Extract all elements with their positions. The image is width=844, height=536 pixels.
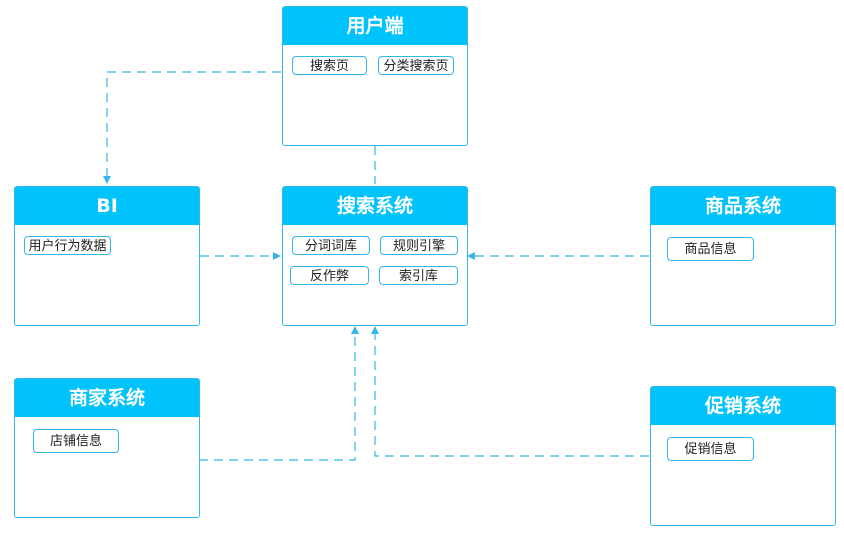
promotion-system-title: 促销系统 [651,387,835,425]
edge-user-client-to-bi [103,71,281,184]
user-client-box: 用户端 搜索页 分类搜索页 [282,6,468,146]
promotion-system-box: 促销系统 促销信息 [650,386,836,526]
index-library-chip: 索引库 [379,266,458,285]
search-page-chip: 搜索页 [292,56,367,75]
product-info-chip: 商品信息 [667,237,754,261]
bi-title: BI [15,187,199,225]
product-system-title: 商品系统 [651,187,835,225]
search-system-title: 搜索系统 [283,187,467,225]
user-client-title: 用户端 [283,7,467,45]
word-dictionary-chip: 分词词库 [292,236,370,255]
bi-box: BI 用户行为数据 [14,186,200,326]
store-info-chip: 店铺信息 [33,429,119,453]
edge-promotion-to-search [371,326,649,457]
merchant-system-box: 商家系统 店铺信息 [14,378,200,518]
rule-engine-chip: 规则引擎 [380,236,458,255]
product-system-box: 商品系统 商品信息 [650,186,836,326]
search-system-box: 搜索系统 分词词库 规则引擎 反作弊 索引库 [282,186,468,326]
category-search-page-chip: 分类搜索页 [378,56,454,75]
promotion-info-chip: 促销信息 [667,437,754,461]
anti-cheat-chip: 反作弊 [290,266,369,285]
edge-merchant-to-search [199,326,359,461]
merchant-system-title: 商家系统 [15,379,199,417]
user-behavior-data-chip: 用户行为数据 [24,236,111,255]
